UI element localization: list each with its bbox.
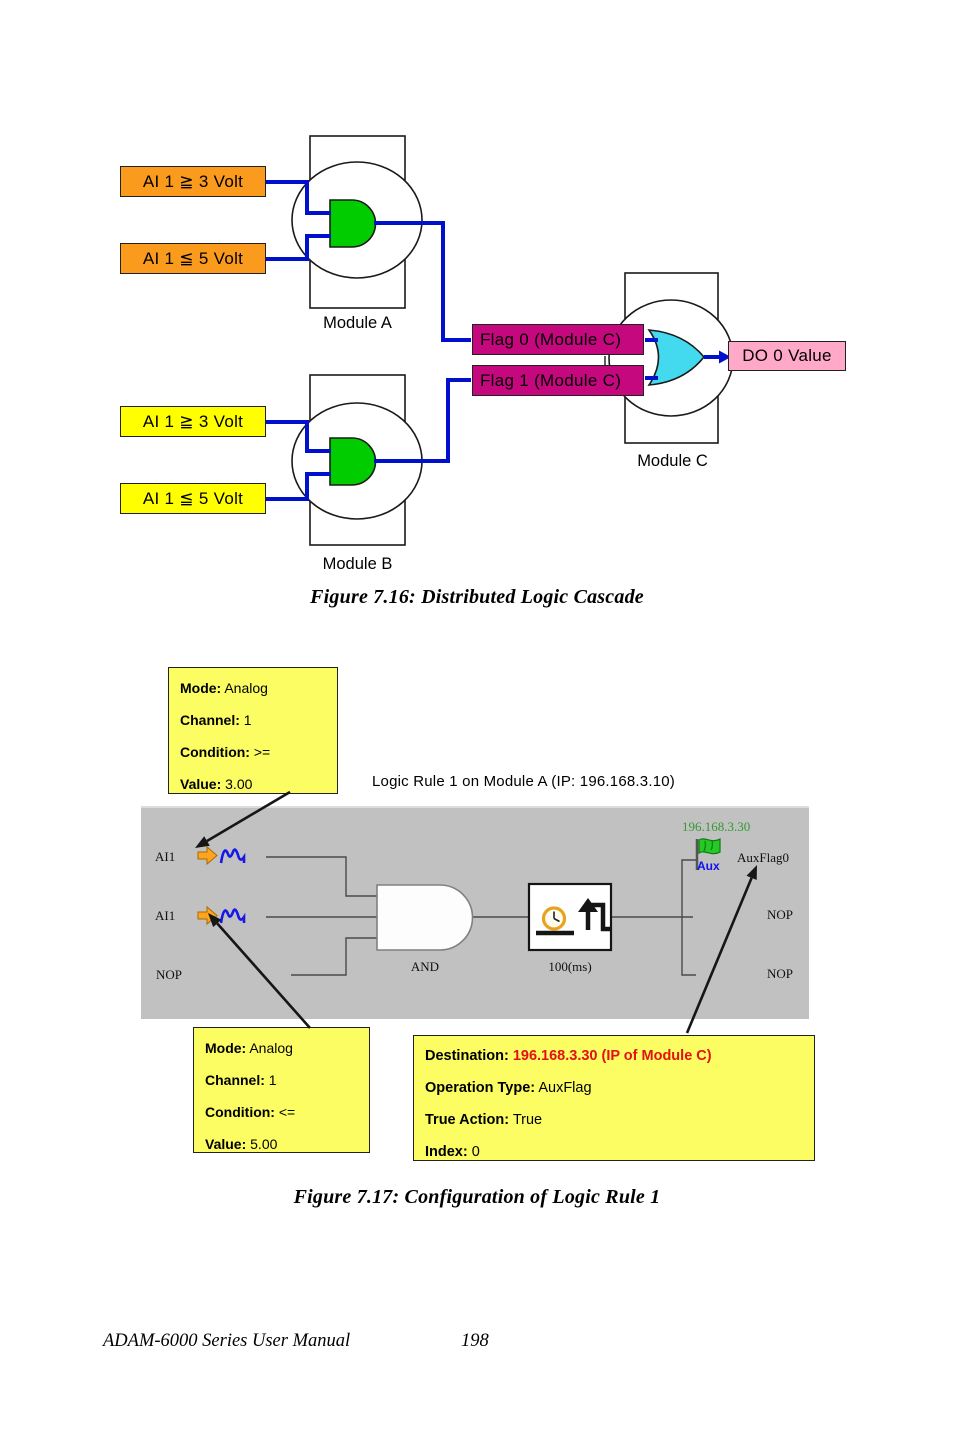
footer-manual-title: ADAM-6000 Series User Manual (103, 1331, 351, 1351)
destination-value: 196.168.3.30 (IP of Module C) (512, 1048, 712, 1064)
panel-output2-label: NOP (767, 907, 794, 922)
wire-a-input2 (266, 234, 331, 261)
channel-value: 1 (268, 1072, 277, 1088)
panel-input2-label: AI1 (155, 908, 176, 923)
panel-delay-label: 100(ms) (548, 959, 592, 974)
wire-b-input1 (266, 420, 331, 453)
note-row: Mode: Analog (205, 1035, 363, 1067)
figure-716-caption: Figure 7.16: Distributed Logic Cascade (310, 586, 644, 608)
note-row: Value: 3.00 (180, 771, 331, 803)
channel-label: Channel: (205, 1072, 265, 1088)
destination-label: Destination: (425, 1048, 509, 1064)
panel-and-gate-icon (376, 884, 474, 951)
delay-timer-icon (536, 898, 612, 936)
note-condition-rule1-input2: Mode: Analog Channel: 1 Condition: <= Va… (193, 1027, 370, 1153)
analog-signal-icon (197, 845, 246, 866)
mode-value: Analog (224, 680, 268, 696)
panel-and-label: AND (410, 959, 440, 974)
flag1-box: Flag 1 (Module C) (472, 365, 644, 396)
wiring (266, 180, 719, 501)
panel-output3-label: NOP (767, 966, 794, 981)
value-label: Value: (205, 1136, 247, 1152)
index-value: 0 (471, 1144, 480, 1160)
figure-717-caption: Figure 7.17: Configuration of Logic Rule… (293, 1186, 661, 1208)
logic-rule-panel: AI1 AI1 NOP AND 100(ms) 196.168.3.30 Aux… (141, 806, 809, 1019)
note-row: Destination: 196.168.3.30 (IP of Module … (425, 1043, 808, 1075)
logic-rule-title: Logic Rule 1 on Module A (IP: 196.168.3.… (372, 773, 675, 790)
note-row: Channel: 1 (180, 707, 331, 739)
condition-box-module-b-2: AI 1 ≦ 5 Volt (120, 483, 266, 514)
note-row: Condition: >= (180, 739, 331, 771)
module-a-label: Module A (323, 314, 392, 332)
condition-value: >= (253, 744, 271, 760)
note-destination: Destination: 196.168.3.30 (IP of Module … (413, 1035, 815, 1161)
wire-a-output-to-flag0 (374, 221, 471, 342)
note-row: Channel: 1 (205, 1067, 363, 1099)
note-row: Condition: <= (205, 1099, 363, 1131)
condition-value: <= (278, 1104, 296, 1120)
or-gate-module-c-icon (647, 329, 706, 386)
condition-box-module-a-1: AI 1 ≧ 3 Volt (120, 166, 266, 197)
operation-type-label: Operation Type: (425, 1080, 536, 1096)
panel-wiring (266, 856, 696, 976)
true-action-value: True (512, 1112, 543, 1128)
mode-value: Analog (249, 1040, 293, 1056)
flag0-box: Flag 0 (Module C) (472, 324, 644, 355)
panel-aux-label: Aux (697, 859, 720, 873)
note-row: Value: 5.00 (205, 1131, 363, 1163)
condition-box-module-a-2: AI 1 ≦ 5 Volt (120, 243, 266, 274)
note-condition-rule1-input1: Mode: Analog Channel: 1 Condition: >= Va… (168, 667, 338, 794)
and-gate-module-b-icon (329, 437, 377, 486)
rule-panel-canvas (197, 837, 721, 976)
do0-value-box: DO 0 Value (728, 341, 846, 371)
figure-716-diagram-canvas (266, 135, 734, 546)
panel-output1-label: AuxFlag0 (737, 850, 789, 865)
panel-wire-input3 (291, 937, 377, 976)
module-b-label: Module B (322, 555, 393, 573)
note-row: Mode: Analog (180, 675, 331, 707)
operation-type-value: AuxFlag (538, 1080, 592, 1096)
and-gate-module-a-icon (329, 199, 377, 248)
wire-b-input2 (266, 472, 331, 501)
note-row: True Action: True (425, 1107, 808, 1139)
value-value: 5.00 (250, 1136, 278, 1152)
blue-arrowhead (719, 350, 731, 364)
delay-timer-block (527, 882, 613, 952)
wire-a-input1 (266, 180, 331, 215)
channel-value: 1 (243, 712, 252, 728)
wire-b-output-to-flag1 (374, 378, 471, 463)
panel-input3-label: NOP (156, 967, 183, 982)
note-row: Operation Type: AuxFlag (425, 1075, 808, 1107)
aux-flag-icon (695, 837, 721, 870)
panel-wire-input1 (266, 856, 377, 897)
value-value: 3.00 (225, 776, 253, 792)
footer-page-number: 198 (461, 1331, 489, 1351)
panel-input1-label: AI1 (155, 849, 176, 864)
condition-label: Condition: (180, 744, 250, 760)
channel-label: Channel: (180, 712, 240, 728)
mode-label: Mode: (180, 680, 222, 696)
value-label: Value: (180, 776, 222, 792)
mode-label: Mode: (205, 1040, 247, 1056)
panel-destination-ip-label: 196.168.3.30 (682, 819, 751, 834)
index-label: Index: (425, 1144, 468, 1160)
analog-signal-icon (197, 905, 246, 926)
note-row: Index: 0 (425, 1139, 808, 1171)
true-action-label: True Action: (425, 1112, 510, 1128)
condition-box-module-b-1: AI 1 ≧ 3 Volt (120, 406, 266, 437)
condition-label: Condition: (205, 1104, 275, 1120)
module-c-label: Module C (637, 452, 708, 470)
rising-edge-icon (590, 902, 612, 932)
